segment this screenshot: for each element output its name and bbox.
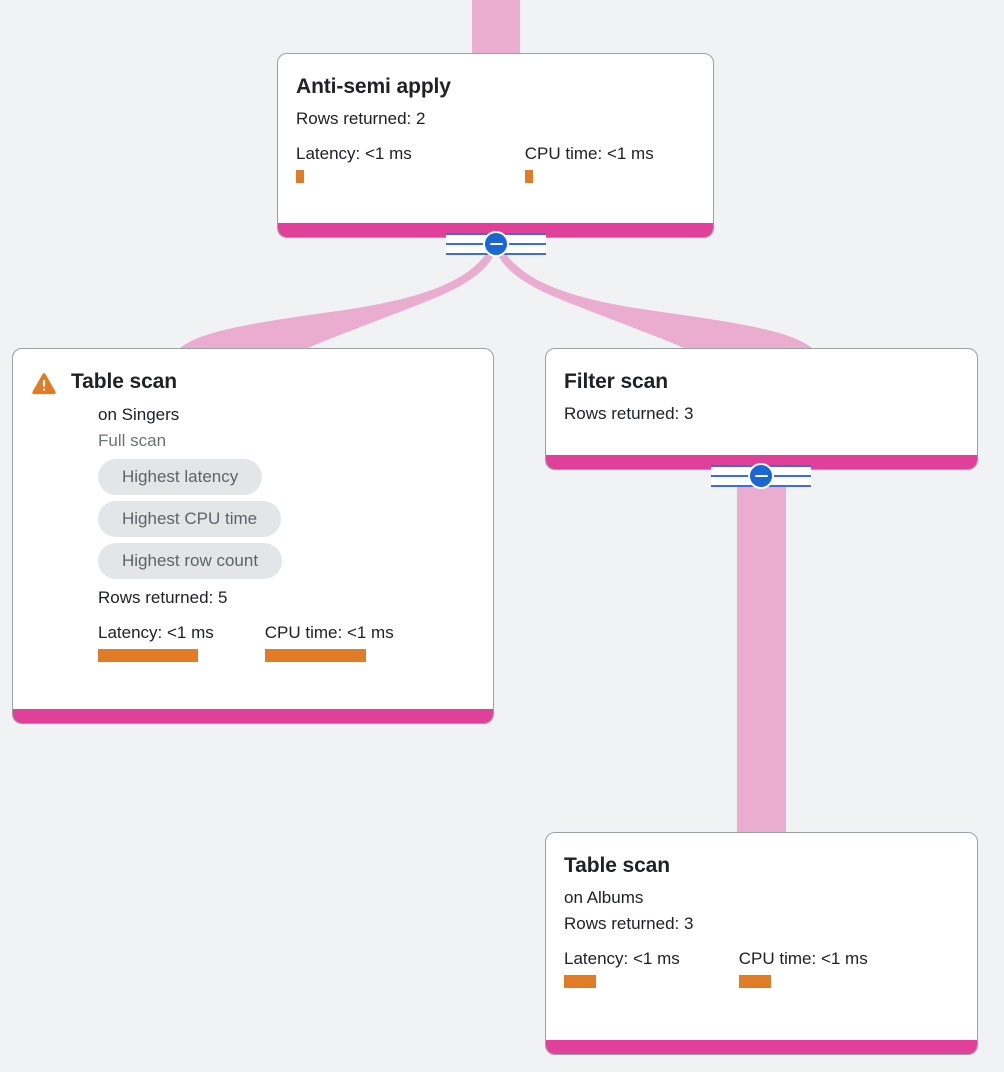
node-table-scan-albums[interactable]: Table scan on Albums Rows returned: 3 La… [545,832,978,1055]
node-table-scan-singers[interactable]: Table scan on Singers Full scan Highest … [12,348,494,724]
node-pill-list: Highest latency Highest CPU time Highest… [98,459,475,579]
edge-antisemi-to-filter [496,248,812,348]
metric-latency-bar [564,975,596,988]
metric-cpu-time-label: CPU time: <1 ms [264,623,394,642]
node-header: Filter scan [564,369,959,395]
metric-cpu-time: CPU time: <1 ms [738,948,868,988]
node-scan-type: Full scan [98,431,167,450]
metric-cpu-time-bar [264,649,366,662]
metric-cpu-time-bar [524,170,533,183]
metric-cpu-time-label: CPU time: <1 ms [524,144,654,163]
node-accent-bar [278,223,713,237]
edge-antisemi-to-singers [180,248,496,348]
node-rows-returned: Rows returned: 5 [98,588,228,607]
node-rows-returned: Rows returned: 2 [296,109,426,128]
node-filter-scan[interactable]: Filter scan Rows returned: 3 [545,348,978,470]
node-subtitle: on Singers [98,405,180,424]
metric-latency: Latency: <1 ms [296,143,412,183]
node-header: Anti-semi apply [296,74,695,100]
collapse-toggle-anti-semi-apply[interactable] [446,230,546,258]
collapse-toggle-filter-scan[interactable] [711,462,811,490]
node-body: Anti-semi apply Rows returned: 2 Latency… [278,54,713,223]
node-metrics: Latency: <1 ms CPU time: <1 ms [98,622,475,662]
pill-highest-cpu-time[interactable]: Highest CPU time [98,501,282,537]
metric-latency-label: Latency: <1 ms [98,623,214,642]
metric-latency-label: Latency: <1 ms [564,949,680,968]
node-body: Table scan on Albums Rows returned: 3 La… [546,833,977,1040]
node-metrics: Latency: <1 ms CPU time: <1 ms [564,948,959,988]
node-header: Table scan [31,369,475,396]
metric-cpu-time: CPU time: <1 ms [264,622,394,662]
minus-icon [748,463,774,489]
metric-latency: Latency: <1 ms [564,948,680,988]
metric-latency-bar [296,170,304,183]
edge-filter-to-albums [737,470,786,832]
metric-latency-bar [98,649,198,662]
node-anti-semi-apply[interactable]: Anti-semi apply Rows returned: 2 Latency… [277,53,714,238]
metric-cpu-time-label: CPU time: <1 ms [738,949,868,968]
node-accent-bar [13,709,493,723]
node-body: Table scan on Singers Full scan Highest … [13,349,493,709]
warning-icon [32,373,56,395]
node-header: Table scan [564,853,959,879]
metric-latency-label: Latency: <1 ms [296,144,412,163]
node-rows-returned: Rows returned: 3 [564,914,694,933]
node-subtitle: on Albums [564,888,644,907]
node-metrics: Latency: <1 ms CPU time: <1 ms [296,143,695,183]
metric-latency: Latency: <1 ms [98,622,214,662]
node-accent-bar [546,455,977,469]
node-accent-bar [546,1040,977,1054]
metric-cpu-time: CPU time: <1 ms [524,143,654,183]
metric-cpu-time-bar [738,975,771,988]
node-title: Table scan [564,854,670,877]
node-rows-returned: Rows returned: 3 [564,404,694,423]
minus-icon [483,231,509,257]
node-title: Anti-semi apply [296,75,451,98]
edge-root-in [472,0,520,53]
pill-highest-row-count[interactable]: Highest row count [98,543,283,579]
pill-highest-latency[interactable]: Highest latency [98,459,263,495]
node-body: Filter scan Rows returned: 3 [546,349,977,455]
node-title: Filter scan [564,370,668,393]
node-title: Table scan [71,370,177,393]
